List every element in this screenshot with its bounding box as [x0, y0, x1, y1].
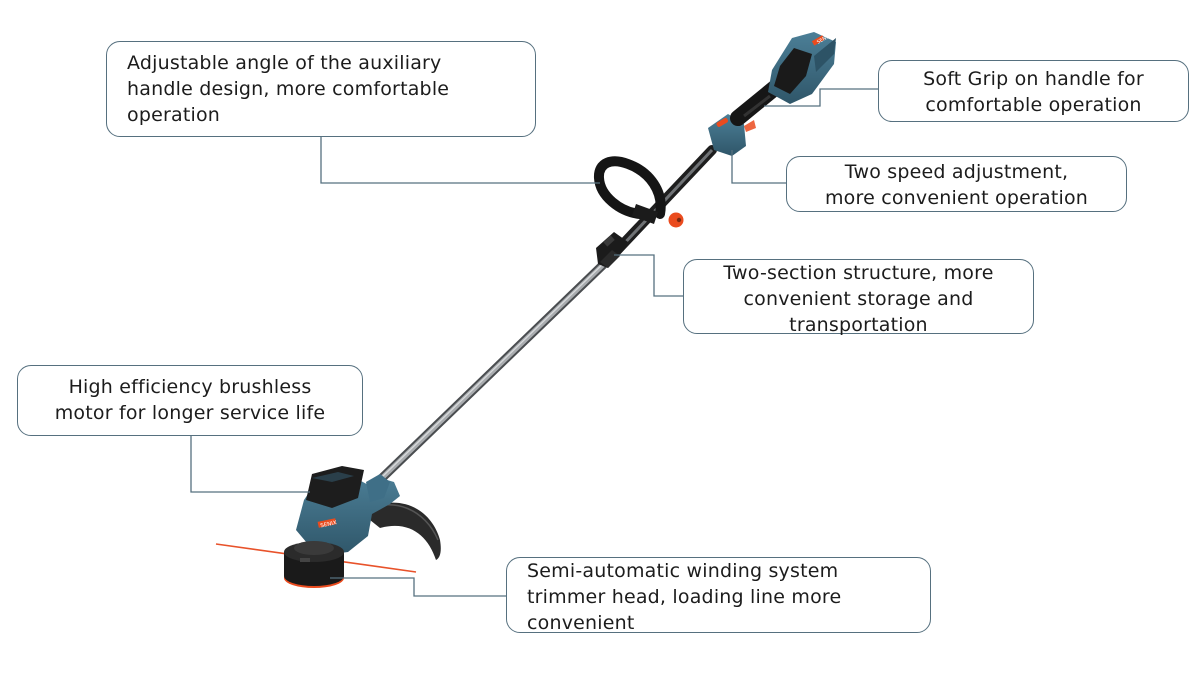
callout-brushless-motor: High efficiency brushless motor for long…: [17, 365, 363, 436]
callout-two-speed: Two speed adjustment, more convenient op…: [786, 156, 1127, 212]
lower-shaft: [377, 257, 611, 483]
trimmer-head: [284, 541, 344, 588]
callout-trimmer-head: Semi-automatic winding system trimmer he…: [506, 557, 931, 634]
auxiliary-handle: [594, 156, 684, 228]
leader-aux-handle: [320, 137, 600, 184]
leader-two-section: [614, 254, 683, 297]
callout-soft-grip: Soft Grip on handle for comfortable oper…: [878, 60, 1189, 122]
callout-two-section: Two-section structure, more convenient s…: [683, 259, 1034, 336]
motor-housing: SENIX: [296, 466, 400, 556]
leader-soft-grip: [764, 88, 878, 107]
callout-aux-handle: Adjustable angle of the auxiliary handle…: [106, 41, 536, 137]
leader-two-speed: [731, 150, 786, 184]
leader-trimmer-head: [330, 577, 506, 597]
leader-lines: [190, 88, 878, 597]
leader-brushless: [190, 436, 310, 493]
battery-pack: SENIX: [768, 32, 836, 104]
brand-mark-head: SENIX: [320, 520, 338, 529]
